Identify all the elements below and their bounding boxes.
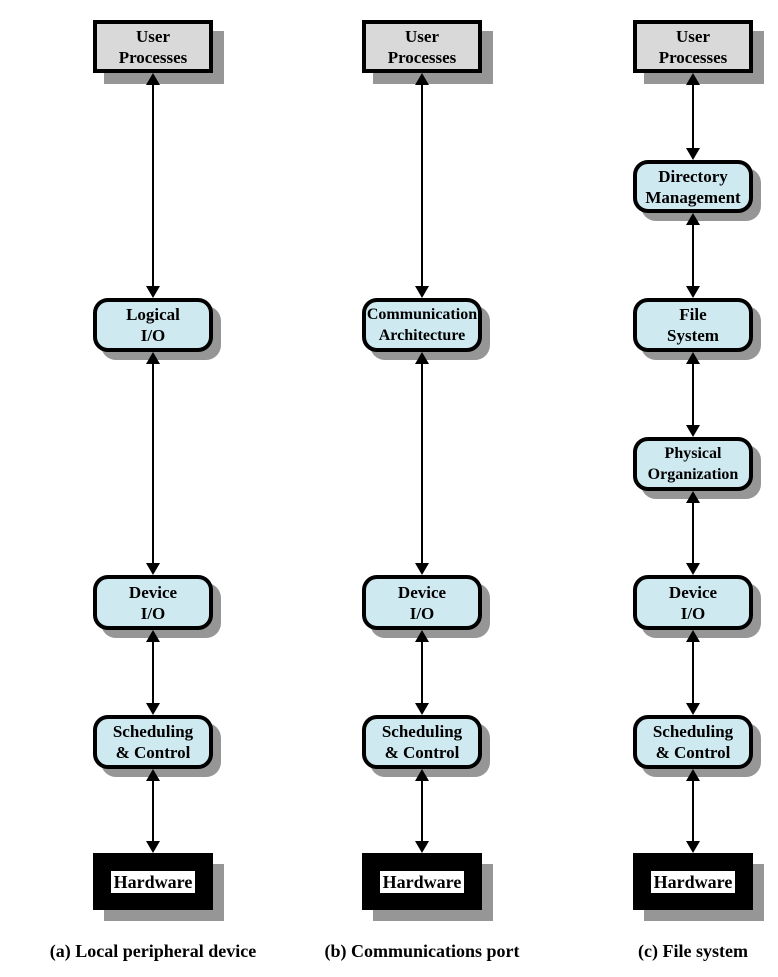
box-label: & Control [384,743,460,762]
double-headed-arrow-icon [685,352,701,437]
box-scheduling-control-a: Scheduling & Control [93,715,213,769]
box-label: System [667,326,719,345]
box-label: File [679,305,707,324]
box-logical-io: Logical I/O [93,298,213,352]
caption-file-system: (c) File system [638,941,748,961]
box-label: Hardware [650,870,736,893]
box-user-processes-b: User Processes [362,20,482,73]
box-label: I/O [140,603,166,623]
box-label: User [405,26,439,46]
double-headed-arrow-icon [145,352,161,575]
box-communication-architecture: Communication Architecture [362,298,482,352]
double-headed-arrow-icon [414,630,430,715]
box-label: I/O [140,326,166,345]
box-label: User [676,26,710,46]
box-label: Hardware [110,870,196,893]
box-physical-organization: Physical Organization [633,437,753,491]
box-label: Architecture [378,327,466,344]
box-label: Scheduling [652,722,734,741]
box-label: Directory [658,166,728,186]
double-headed-arrow-icon [145,73,161,298]
box-label: & Control [655,743,731,762]
box-label: I/O [409,603,435,623]
double-headed-arrow-icon [685,769,701,853]
box-label: Processes [387,47,457,67]
double-headed-arrow-icon [414,769,430,853]
double-headed-arrow-icon [145,630,161,715]
box-directory-management: Directory Management [633,160,753,213]
box-label: Processes [658,47,728,67]
box-label: Organization [647,466,739,483]
box-hardware-c: Hardware [633,853,753,910]
double-headed-arrow-icon [685,213,701,298]
box-hardware-a: Hardware [93,853,213,910]
box-user-processes-c: User Processes [633,20,753,73]
box-file-system: File System [633,298,753,352]
box-label: User [136,26,170,46]
box-device-io-c: Device I/O [633,575,753,630]
box-scheduling-control-b: Scheduling & Control [362,715,482,769]
box-scheduling-control-c: Scheduling & Control [633,715,753,769]
box-label: Processes [118,47,188,67]
box-label: Device [668,582,718,602]
double-headed-arrow-icon [145,769,161,853]
box-hardware-b: Hardware [362,853,482,910]
caption-local-peripheral-device: (a) Local peripheral device [49,941,257,961]
double-headed-arrow-icon [414,352,430,575]
double-headed-arrow-icon [685,491,701,575]
double-headed-arrow-icon [414,73,430,298]
box-label: & Control [115,743,191,762]
box-device-io-a: Device I/O [93,575,213,630]
box-label: Physical [664,445,722,462]
box-label: Device [128,582,178,602]
box-label: Communication [366,306,478,323]
box-label: I/O [680,603,706,623]
box-label: Management [645,187,741,207]
box-device-io-b: Device I/O [362,575,482,630]
caption-communications-port: (b) Communications port [324,941,520,961]
box-label: Logical [126,305,180,324]
double-headed-arrow-icon [685,73,701,160]
box-label: Scheduling [381,722,463,741]
double-headed-arrow-icon [685,630,701,715]
box-user-processes-a: User Processes [93,20,213,73]
box-label: Scheduling [112,722,194,741]
box-label: Hardware [379,870,465,893]
box-label: Device [397,582,447,602]
